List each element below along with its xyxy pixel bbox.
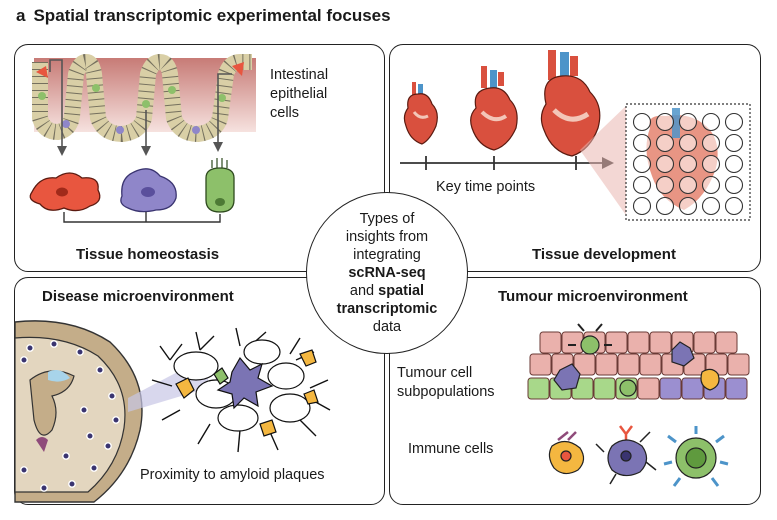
figure-heading: a Spatial transcriptomic experimental foc… [16, 6, 391, 26]
center-line-bold: scRNA-seq [348, 264, 425, 282]
transcriptomic-term: transcriptomic [336, 301, 438, 317]
center-line: data [372, 319, 402, 335]
intestinal-label: Intestinal epithelial cells [270, 66, 328, 123]
heading-text: Spatial transcriptomic experimental focu… [33, 6, 391, 25]
amyloid-caption: Proximity to amyloid plaques [140, 467, 325, 483]
tumour-subpop-label: Tumour cell subpopulations [397, 364, 495, 402]
title-tissue-development: Tissue development [532, 246, 676, 263]
center-line: and spatial [350, 282, 424, 300]
panel-letter: a [16, 6, 26, 25]
intestinal-label-line: cells [270, 105, 300, 121]
title-tissue-homeostasis: Tissue homeostasis [76, 246, 220, 263]
center-insight-circle: Types of insights from integrating scRNA… [306, 192, 468, 354]
intestinal-label-line: epithelial [270, 86, 328, 102]
center-line: Types of [359, 211, 415, 227]
and-word: and [349, 283, 375, 299]
immune-cells-label: Immune cells [408, 441, 494, 457]
center-line-bold: transcriptomic [337, 300, 438, 318]
title-tumour-microenvironment: Tumour microenvironment [498, 288, 688, 305]
center-line: insights from [345, 229, 429, 245]
center-line: integrating [353, 247, 421, 263]
title-disease-microenvironment: Disease microenvironment [42, 288, 234, 305]
tumour-subpop-line: subpopulations [397, 384, 495, 400]
key-time-points-label: Key time points [436, 179, 536, 195]
spatial-term: spatial [378, 283, 425, 299]
tumour-subpop-line: Tumour cell [397, 365, 473, 381]
intestinal-label-line: Intestinal [270, 67, 329, 83]
scrna-seq-term: scRNA-seq [348, 265, 426, 281]
